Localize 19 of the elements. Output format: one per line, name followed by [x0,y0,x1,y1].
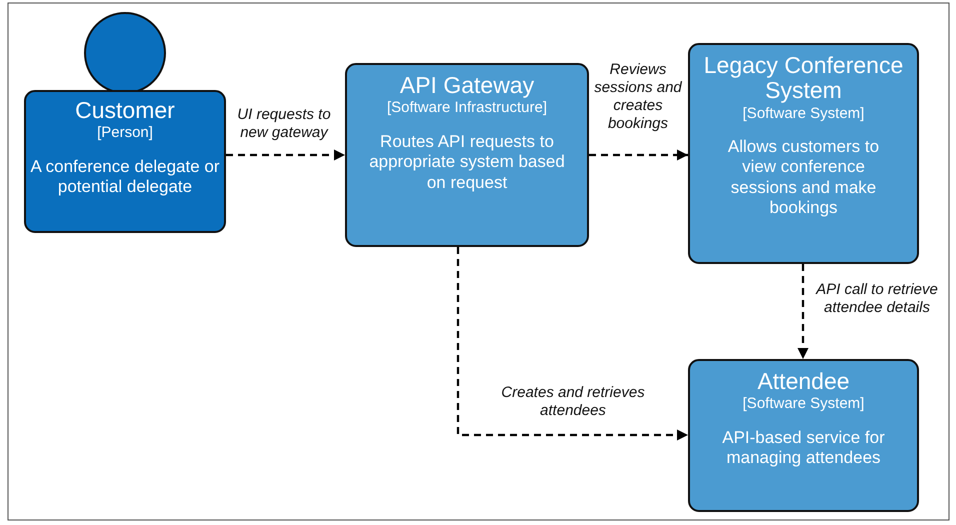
element-description: API-based service for managing attendees [721,428,886,469]
element-name: Customer [75,98,175,124]
system-box [688,43,919,264]
element-description: Allows customers to view conference sessions and make bookings [726,137,880,219]
element-description: Routes API requests to appropriate system based on request [368,132,566,193]
system-box [688,359,919,512]
element-name: API Gateway [400,73,534,98]
element-name: Legacy Conference System [702,53,904,104]
element-name: Attendee [757,369,850,394]
element-type: [Software System] [742,104,864,124]
dashed-arrow [456,247,688,440]
element-type: [Person] [97,123,153,143]
dashed-arrow [226,150,345,160]
dashed-arrow [798,264,808,359]
element-description: A conference delegate or potential delegate [30,156,220,198]
dashed-arrow [589,150,688,160]
element-type: [Software Infrastructure] [386,98,548,118]
system-box [345,63,589,247]
element-type: [Software System] [742,394,864,414]
